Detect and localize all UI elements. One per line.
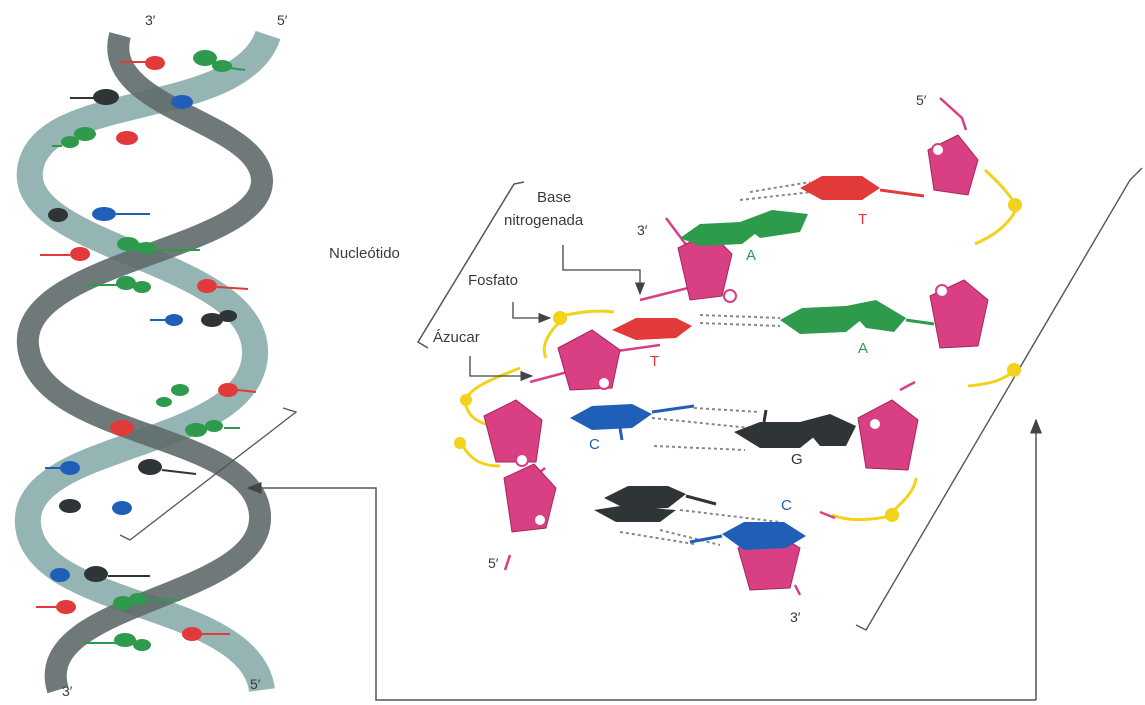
base-letter-t2: T <box>650 353 659 370</box>
base-thymine-top <box>800 176 880 200</box>
helix-end-top-right: 5′ <box>277 12 287 28</box>
detail-bases <box>570 176 934 550</box>
base-letter-c1: C <box>589 436 600 453</box>
detail-frame-bracket <box>856 168 1142 630</box>
fosfato-label: Fosfato <box>468 272 518 289</box>
dna-detail <box>454 98 1022 595</box>
base-letter-a1: A <box>746 247 756 264</box>
base-thymine-mid <box>612 318 692 340</box>
double-helix <box>28 35 296 690</box>
base-letter-a2: A <box>858 340 868 357</box>
nucleotido-label: Nucleótido <box>329 245 400 262</box>
helix-end-bottom-right: 5′ <box>250 676 260 692</box>
base-letter-c2: C <box>781 497 792 514</box>
base-cytosine-mid <box>570 404 652 430</box>
base-nitrogenada-label-line2: nitrogenada <box>504 212 583 229</box>
base-nitrogenada-label-line1: Base <box>537 189 571 206</box>
helix-end-top-left: 3′ <box>145 12 155 28</box>
azucar-label: Ázucar <box>433 329 480 346</box>
sugar-7 <box>504 464 556 532</box>
base-letter-g2: G <box>646 483 658 500</box>
guanine-base <box>93 89 119 105</box>
detail-end-upper-left: 3′ <box>637 222 647 238</box>
base-guanine-bottom <box>604 486 686 510</box>
base-letter-g1: G <box>791 451 803 468</box>
nucleotide-bracket <box>418 182 524 348</box>
sugar-5 <box>484 400 542 462</box>
detail-end-top: 5′ <box>916 92 926 108</box>
sugar-6 <box>858 400 918 470</box>
detail-end-lower-left: 5′ <box>488 555 498 571</box>
detail-end-bottom: 3′ <box>790 609 800 625</box>
thymine-base <box>145 56 165 70</box>
base-letter-t1: T <box>858 211 867 228</box>
helix-end-bottom-left: 3′ <box>62 683 72 699</box>
cytosine-base <box>171 95 193 109</box>
